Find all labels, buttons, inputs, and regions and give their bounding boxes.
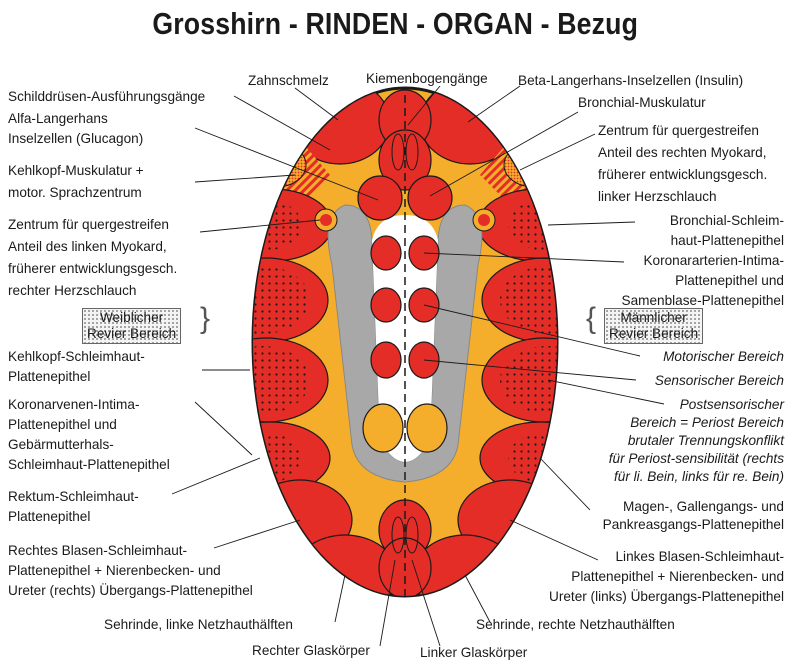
label-koronarvenen-3: Gebärmutterhals- bbox=[8, 437, 114, 452]
label-beta-langerhans: Beta-Langerhans-Inselzellen (Insulin) bbox=[518, 73, 744, 88]
maennlicher-revier-line-1: Männlicher bbox=[620, 310, 687, 325]
label-glaskoerper-rechts: Rechter Glaskörper bbox=[252, 643, 370, 658]
label-bronchial-muskulatur: Bronchial-Muskulatur bbox=[578, 95, 706, 110]
label-bronchial-schleimhaut-1: Bronchial-Schleim- bbox=[669, 213, 784, 228]
right-brace-icon: { bbox=[586, 302, 597, 335]
label-zentrum-links-3: früherer entwicklungsgesch. bbox=[8, 261, 178, 276]
label-kehlkopf-muskulatur-2: motor. Sprachzentrum bbox=[8, 185, 142, 200]
leader-lines bbox=[171, 85, 665, 647]
label-alfa-2: Inselzellen (Glucagon) bbox=[8, 131, 144, 146]
label-glaskoerper-links: Linker Glaskörper bbox=[420, 645, 528, 660]
label-schilddruesen: Schilddrüsen-Ausführungsgänge bbox=[8, 89, 206, 104]
weiblicher-revier-line-1: Weiblicher bbox=[99, 310, 164, 325]
label-blase-links-1: Linkes Blasen-Schleimhaut- bbox=[615, 549, 785, 564]
label-motorischer-bereich: Motorischer Bereich bbox=[663, 349, 784, 364]
weiblicher-revier-box: Weiblicher Revier Bereich bbox=[82, 308, 182, 344]
label-zentrum-rechts-4: linker Herzschlauch bbox=[598, 189, 717, 204]
maennlicher-revier-line-2: Revier Bereich bbox=[609, 326, 699, 341]
label-zentrum-links-1: Zentrum für quergestreifen bbox=[8, 217, 169, 232]
label-postsensorisch-4: für Periost-sensibilität (rechts bbox=[608, 451, 784, 466]
label-sehrinde-rechts: Sehrinde, rechte Netzhauthälften bbox=[476, 617, 675, 632]
label-kehlkopf-muskulatur-1: Kehlkopf-Muskulatur + bbox=[8, 163, 144, 178]
label-zentrum-rechts-2: Anteil des rechten Myokard, bbox=[598, 145, 767, 160]
label-blase-links-3: Ureter (links) Übergangs-Plattenepithel bbox=[549, 589, 784, 604]
label-zentrum-links-2: Anteil des linken Myokard, bbox=[8, 239, 167, 254]
label-koronarvenen-1: Koronarvenen-Intima- bbox=[8, 397, 140, 412]
label-zahnschmelz: Zahnschmelz bbox=[248, 73, 329, 88]
label-zentrum-rechts-1: Zentrum für quergestreifen bbox=[598, 123, 759, 138]
label-blase-rechts-2: Plattenepithel + Nierenbecken- und bbox=[8, 563, 221, 578]
label-alfa-1: Alfa-Langerhans bbox=[8, 111, 108, 126]
label-koronarvenen-2: Plattenepithel und bbox=[8, 417, 117, 432]
label-kiemenbogengaenge: Kiemenbogengänge bbox=[366, 71, 488, 86]
label-sehrinde-links: Sehrinde, linke Netzhauthälften bbox=[104, 617, 293, 632]
label-magen-1: Magen-, Gallengangs- und bbox=[623, 499, 784, 514]
label-zentrum-rechts-3: früherer entwicklungsgesch. bbox=[598, 167, 768, 182]
label-blase-links-2: Plattenepithel + Nierenbecken- und bbox=[571, 569, 784, 584]
label-sensorischer-bereich: Sensorischer Bereich bbox=[654, 373, 784, 388]
central-structures bbox=[314, 204, 496, 483]
label-kehlkopf-schleimhaut-1: Kehlkopf-Schleimhaut- bbox=[8, 349, 145, 364]
label-blase-rechts-1: Rechtes Blasen-Schleimhaut- bbox=[8, 543, 188, 558]
left-brace-icon: } bbox=[200, 302, 211, 335]
label-bronchial-schleimhaut-2: haut-Plattenepithel bbox=[670, 233, 784, 248]
maennlicher-revier-box: Männlicher Revier Bereich bbox=[604, 308, 704, 344]
label-postsensorisch-1: Postsensorischer bbox=[679, 397, 784, 412]
label-koronarvenen-4: Schleimhaut-Plattenepithel bbox=[8, 457, 170, 472]
label-rektum-1: Rektum-Schleimhaut- bbox=[8, 489, 139, 504]
label-postsensorisch-3: brutaler Trennungskonflikt bbox=[627, 433, 784, 448]
page-title: Grosshirn - RINDEN - ORGAN - Bezug bbox=[152, 6, 639, 41]
central-red-ovals bbox=[357, 133, 453, 554]
label-zentrum-links-4: rechter Herzschlauch bbox=[8, 283, 137, 298]
label-postsensorisch-2: Bereich = Periost Bereich bbox=[630, 415, 784, 430]
label-koronararterien-1: Koronararterien-Intima- bbox=[643, 253, 784, 268]
label-blase-rechts-3: Ureter (rechts) Übergangs-Plattenepithel bbox=[8, 583, 253, 598]
label-rektum-2: Plattenepithel bbox=[8, 509, 91, 524]
label-kehlkopf-schleimhaut-2: Plattenepithel bbox=[8, 369, 91, 384]
weiblicher-revier-line-2: Revier Bereich bbox=[87, 326, 177, 341]
label-koronararterien-2: Plattenepithel und bbox=[675, 273, 784, 288]
label-koronararterien-3: Samenblase-Plattenepithel bbox=[621, 293, 784, 308]
label-postsensorisch-5: für li. Bein, links für re. Bein) bbox=[614, 469, 784, 484]
label-magen-2: Pankreasgangs-Plattenepithel bbox=[602, 517, 784, 532]
